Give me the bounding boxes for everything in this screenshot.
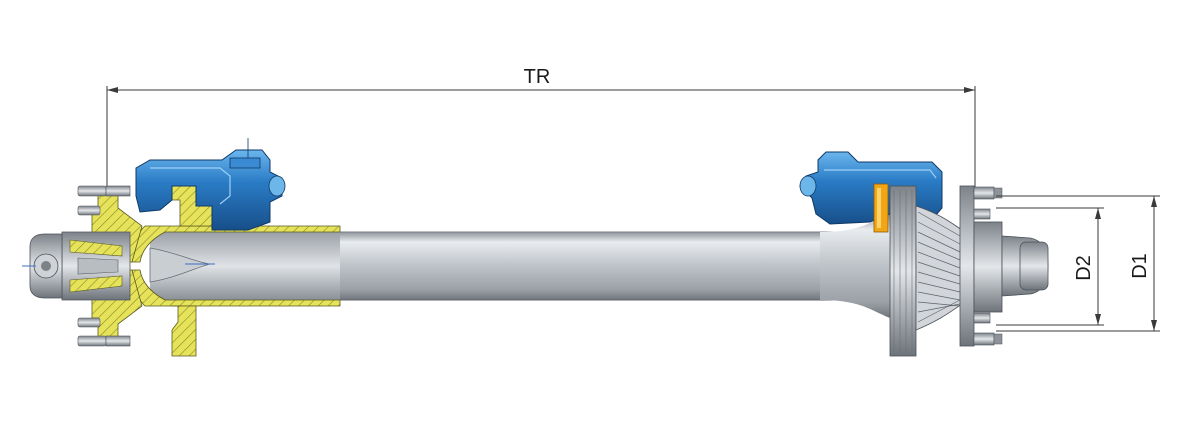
left-wheel-studs [77, 185, 131, 347]
right-flange [959, 185, 975, 347]
track-label: TR [524, 66, 551, 88]
d1-dimension: D1 [996, 195, 1160, 332]
track-dimension: TR [106, 66, 976, 190]
left-brake-caliper [135, 138, 286, 231]
track-arrow-right [964, 87, 975, 93]
axle-tube-taper-right [820, 214, 890, 318]
left-hub-section [22, 185, 341, 357]
left-spindle [150, 232, 340, 300]
axle-tube [340, 214, 900, 318]
axle-tube-body [340, 232, 900, 300]
right-hub-body [973, 221, 1003, 313]
d2-label: D2 [1073, 255, 1095, 281]
d1-label: D1 [1129, 253, 1151, 279]
left-caliper-body [135, 149, 283, 231]
d2-dimension: D2 [996, 207, 1104, 326]
track-arrow-left [107, 87, 118, 93]
right-hub-assembly [889, 185, 1049, 357]
left-anchor-bottom [171, 305, 197, 357]
